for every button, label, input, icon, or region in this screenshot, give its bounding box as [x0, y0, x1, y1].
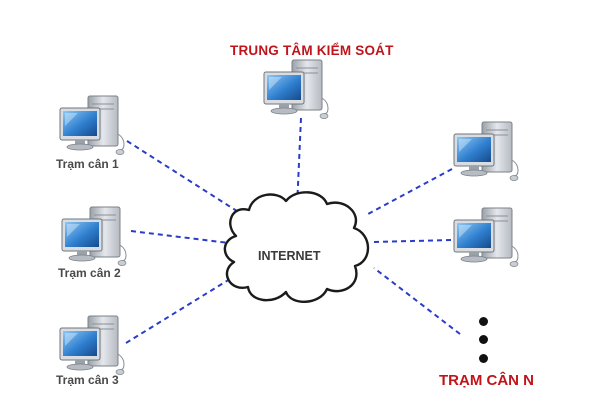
cloud-icon — [223, 191, 370, 303]
link-right-station-1 — [367, 168, 453, 215]
control-center-computer-icon — [263, 59, 329, 119]
internet-label: INTERNET — [258, 249, 321, 263]
ellipsis-dot — [479, 317, 488, 326]
station-3-label: Trạm cân 3 — [56, 373, 119, 387]
station-2-label: Trạm cân 2 — [58, 266, 121, 280]
station-n-label: TRẠM CÂN N — [439, 372, 534, 389]
station-1-computer-icon — [59, 95, 125, 155]
link-station-2 — [130, 230, 230, 244]
right-station-1-computer-icon — [453, 121, 519, 181]
control-center-label: TRUNG TÂM KIỂM SOÁT — [230, 43, 394, 58]
ellipsis-dot — [479, 354, 488, 363]
ellipsis-dot — [479, 335, 488, 344]
right-station-2-computer-icon — [453, 207, 519, 267]
link-control-center — [296, 117, 302, 208]
link-station-n — [373, 267, 461, 335]
link-right-station-2 — [373, 239, 452, 243]
station-1-label: Trạm cân 1 — [56, 157, 119, 171]
link-station-1 — [126, 140, 241, 214]
station-3-computer-icon — [59, 315, 125, 375]
link-station-3 — [125, 278, 231, 344]
station-2-computer-icon — [61, 206, 127, 266]
